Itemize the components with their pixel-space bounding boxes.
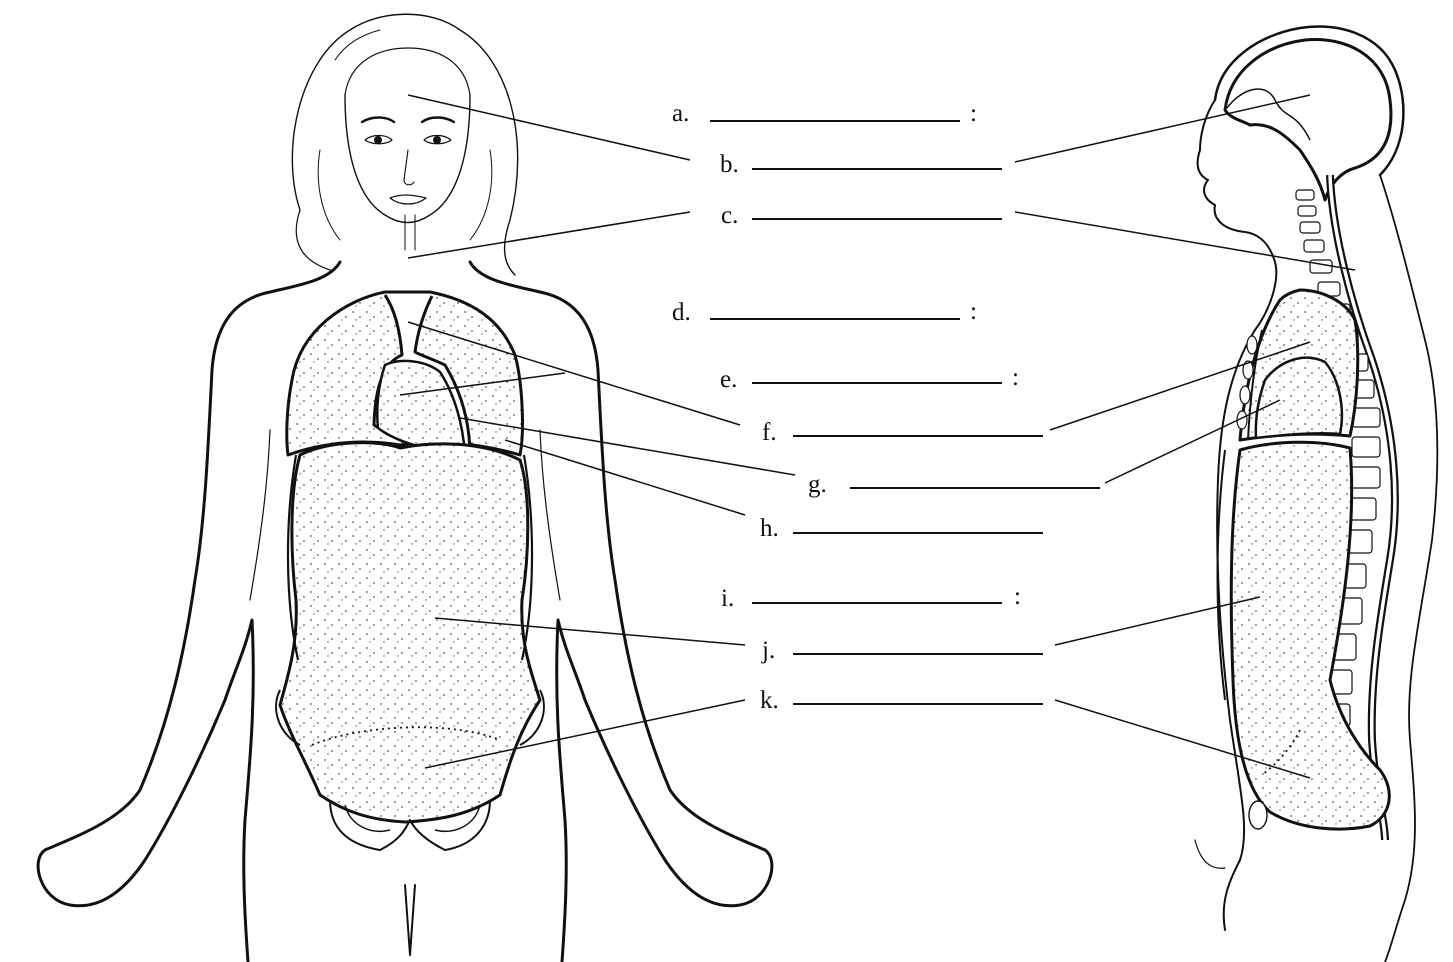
side-cranial-cavity: [1225, 39, 1391, 200]
blank-g[interactable]: [850, 487, 1100, 489]
label-c-letter: c.: [721, 203, 738, 228]
label-d-colon: :: [970, 299, 977, 324]
label-h-letter: h.: [760, 516, 779, 541]
blank-c[interactable]: [752, 218, 1002, 220]
label-g-letter: g.: [808, 472, 827, 497]
front-abdominopelvic-cavity: [280, 443, 540, 822]
blank-i[interactable]: [752, 602, 1002, 604]
label-i-colon: :: [1014, 584, 1021, 609]
label-e-colon: :: [1012, 365, 1019, 390]
label-d-letter: d.: [672, 300, 691, 325]
blank-a[interactable]: [710, 120, 960, 122]
blank-d[interactable]: [710, 318, 960, 320]
blank-h[interactable]: [793, 532, 1043, 534]
label-a-colon: :: [970, 101, 977, 126]
label-e-letter: e.: [720, 367, 737, 392]
blank-j[interactable]: [793, 653, 1043, 655]
blank-f[interactable]: [793, 435, 1043, 437]
label-b-letter: b.: [720, 152, 739, 177]
label-f-letter: f.: [762, 420, 777, 445]
label-i-letter: i.: [721, 586, 734, 611]
blank-e[interactable]: [752, 382, 1002, 384]
blank-b[interactable]: [752, 168, 1002, 170]
label-a-letter: a.: [672, 101, 689, 126]
front-cavities: [276, 292, 544, 850]
blank-k[interactable]: [793, 703, 1043, 705]
label-j-letter: j.: [762, 638, 775, 663]
side-cavities: [1218, 39, 1395, 840]
label-k-letter: k.: [760, 688, 779, 713]
